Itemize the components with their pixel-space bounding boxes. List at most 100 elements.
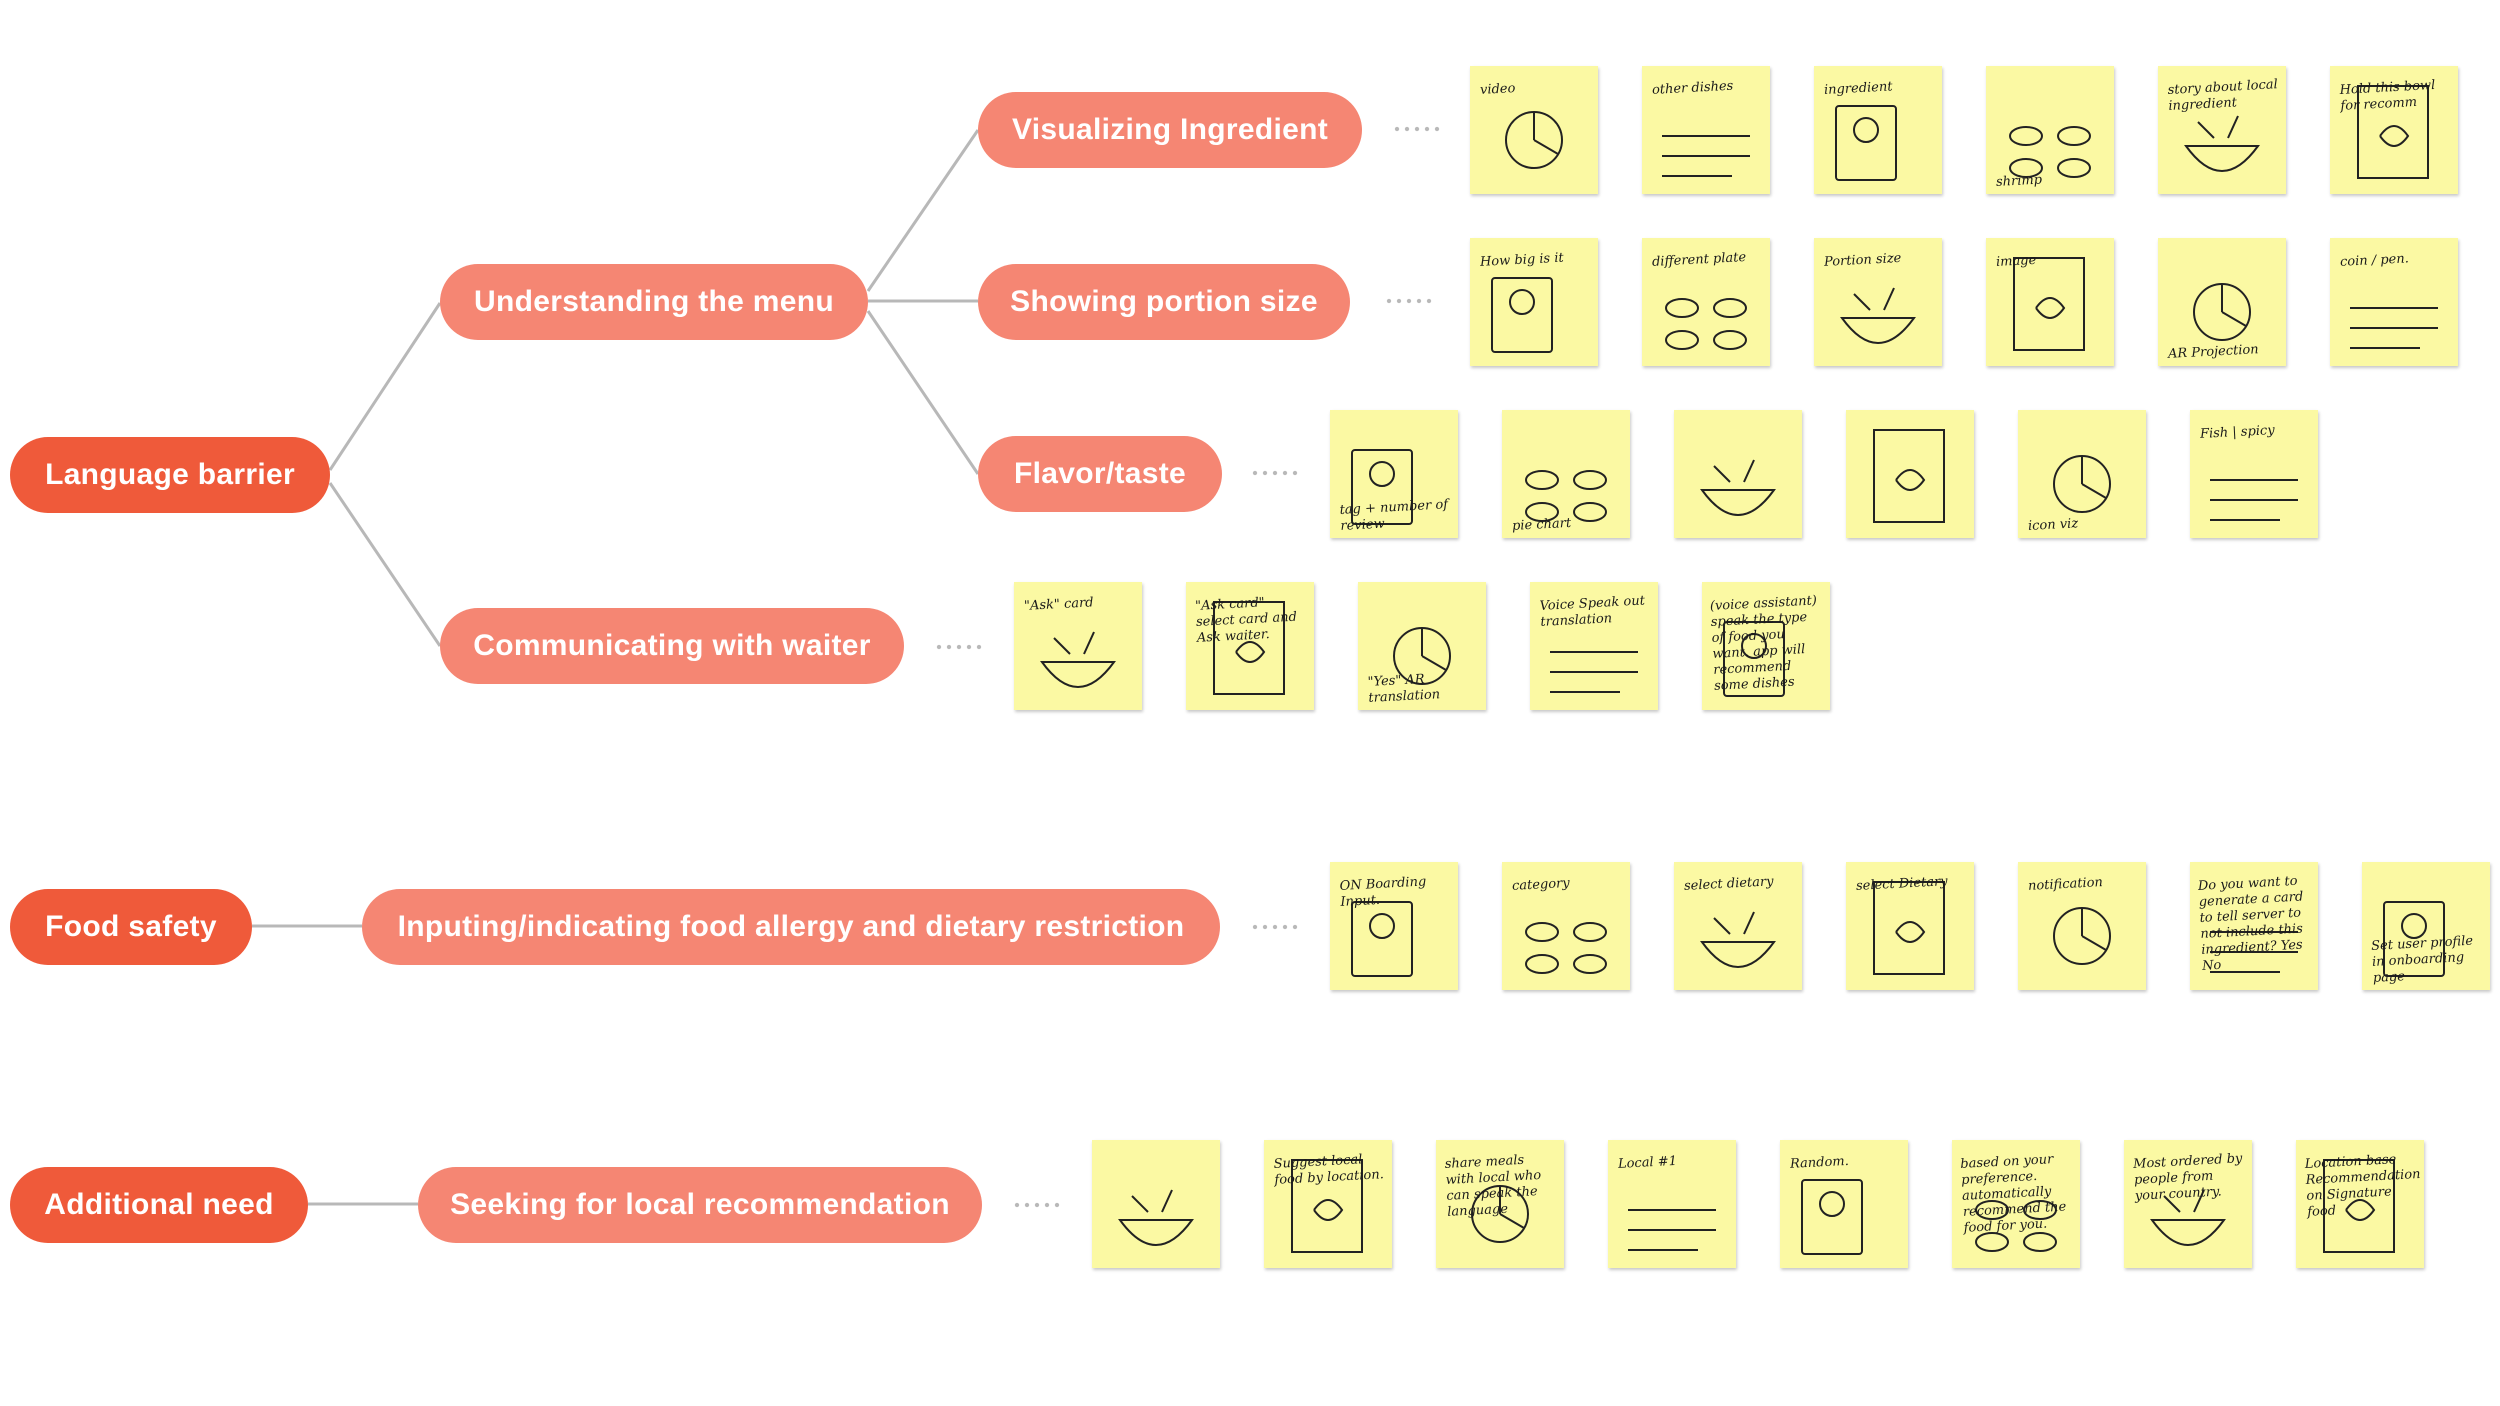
sketch-drawing [1351, 901, 1413, 977]
sketch-caption: ON Boarding Input. [1339, 874, 1427, 910]
sketch-drawing [1700, 459, 1776, 516]
sketch-drawing [2350, 307, 2438, 349]
category-additional-need: Additional need [10, 1167, 308, 1243]
sketch-note: notification [2018, 862, 2146, 990]
sketch-caption: Hold this bowl for recomm [2339, 77, 2436, 114]
dotted-leader [1012, 1202, 1064, 1208]
subtopic-local-recommendation: Seeking for local recommendation [418, 1167, 982, 1243]
sketch-note: "Yes" AR translation [1358, 582, 1486, 710]
sketch-drawing [2323, 1159, 2395, 1253]
sketch-note: Portion size [1814, 238, 1942, 366]
dotted-leader [1250, 924, 1302, 930]
sketch-note: coin / pen. [2330, 238, 2458, 366]
sketch-drawing [1628, 1209, 1716, 1251]
sketch-note: ingredient [1814, 66, 1942, 194]
sketch-note: Suggest local food by location. [1264, 1140, 1392, 1268]
sketch-drawing [1525, 470, 1607, 522]
sketch-drawing [1118, 1189, 1194, 1246]
sketch-caption: Set user profile in onboarding page [2370, 933, 2474, 986]
sketch-note: AR Projection [2158, 238, 2286, 366]
sketch-note: Hold this bowl for recomm [2330, 66, 2458, 194]
sketch-note: Local #1 [1608, 1140, 1736, 1268]
sketch-note: tag + number of review [1330, 410, 1458, 538]
sketch-caption: "Yes" AR translation [1367, 671, 1441, 706]
sketch-drawing [2053, 455, 2111, 513]
sketch-note: pie chart [1502, 410, 1630, 538]
sketch-note: shrimp [1986, 66, 2114, 194]
sketch-note: icon viz [2018, 410, 2146, 538]
sketch-caption: Location base Recommendation on Signatur… [2304, 1152, 2421, 1220]
sketch-note: image [1986, 238, 2114, 366]
connector-language-to-menu [328, 302, 442, 471]
dotted-leader [934, 644, 986, 650]
sketch-note: "Ask" card [1014, 582, 1142, 710]
sketch-drawing [1550, 651, 1638, 693]
sketch-drawing [2184, 115, 2260, 172]
sketch-caption: Do you want to generate a card to tell s… [2197, 873, 2304, 974]
sketch-note: story about local ingredient [2158, 66, 2286, 194]
sketch-note: Voice Speak out translation [1530, 582, 1658, 710]
sketch-drawing [1040, 631, 1116, 688]
sketch-drawing [2383, 901, 2445, 977]
sketch-caption: "Ask card" select card and Ask waiter. [1194, 595, 1298, 646]
sketch-drawing [1351, 449, 1413, 525]
sketch-drawing [1525, 922, 1607, 974]
category-language-barrier: Language barrier [10, 437, 330, 513]
sketch-note [1092, 1140, 1220, 1268]
sketch-note: category [1502, 862, 1630, 990]
sketch-note: select dietary [1674, 862, 1802, 990]
sketch-drawing [2053, 907, 2111, 965]
idea-portion-size: Showing portion size [978, 264, 1350, 340]
sketch-drawing [2210, 479, 2298, 521]
category-food-safety: Food safety [10, 889, 252, 965]
sketch-caption: story about local ingredient [2167, 77, 2279, 114]
sketch-drawing [2193, 283, 2251, 341]
sketch-drawing [1700, 911, 1776, 968]
sketch-caption: Voice Speak out translation [1539, 593, 1646, 630]
sketch-drawing [2357, 85, 2429, 179]
sketch-note: Most ordered by people from your country… [2124, 1140, 2252, 1268]
sketch-note: How big is it [1470, 238, 1598, 366]
connector-language-to-waiter [328, 482, 442, 647]
sketch-drawing [2013, 257, 2085, 351]
sketch-drawing [1835, 105, 1897, 181]
sketch-drawing [1393, 627, 1451, 685]
sketch-note: Location base Recommendation on Signatur… [2296, 1140, 2424, 1268]
sketch-note: select Dietary [1846, 862, 1974, 990]
dotted-leader [1250, 470, 1302, 476]
sketch-caption: tag + number of review [1339, 497, 1449, 534]
sketch-note: "Ask card" select card and Ask waiter. [1186, 582, 1314, 710]
connector-menu-to-ingredient [866, 129, 980, 292]
subtopic-food-allergy: Inputing/indicating food allergy and die… [362, 889, 1220, 965]
sketch-drawing [1471, 1185, 1529, 1243]
sketch-drawing [1665, 298, 1747, 350]
sketch-drawing [1873, 881, 1945, 975]
sketch-note: Set user profile in onboarding page [2362, 862, 2490, 990]
sketch-drawing [1291, 1159, 1363, 1253]
sketch-drawing [1873, 429, 1945, 523]
sketch-caption: (voice assistant) speak the type of food… [1709, 593, 1818, 694]
connector-menu-to-flavor [866, 310, 980, 475]
sketch-note: Do you want to generate a card to tell s… [2190, 862, 2318, 990]
sketch-caption: based on your preference. automatically … [1959, 1152, 2067, 1236]
sketch-note: share meals with local who can speak the… [1436, 1140, 1564, 1268]
sketch-drawing [1975, 1200, 2057, 1252]
sketch-note: ON Boarding Input. [1330, 862, 1458, 990]
dotted-leader [1392, 126, 1444, 132]
subtopic-communicating-waiter: Communicating with waiter [440, 608, 904, 684]
sketch-drawing [1801, 1179, 1863, 1255]
idea-visualizing-ingredient: Visualizing Ingredient [978, 92, 1362, 168]
sketch-note: (voice assistant) speak the type of food… [1702, 582, 1830, 710]
sketch-note: Fish | spicy [2190, 410, 2318, 538]
sketch-caption: share meals with local who can speak the… [1444, 1152, 1542, 1220]
sketch-drawing [1491, 277, 1553, 353]
subtopic-understanding-menu: Understanding the menu [440, 264, 868, 340]
sketch-drawing [1840, 287, 1916, 344]
sketch-drawing [2210, 931, 2298, 973]
sketch-note: Random. [1780, 1140, 1908, 1268]
sketch-note: other dishes [1642, 66, 1770, 194]
sketch-note [1846, 410, 1974, 538]
dotted-leader [1384, 298, 1436, 304]
sketch-caption: Suggest local food by location. [1273, 1152, 1385, 1188]
